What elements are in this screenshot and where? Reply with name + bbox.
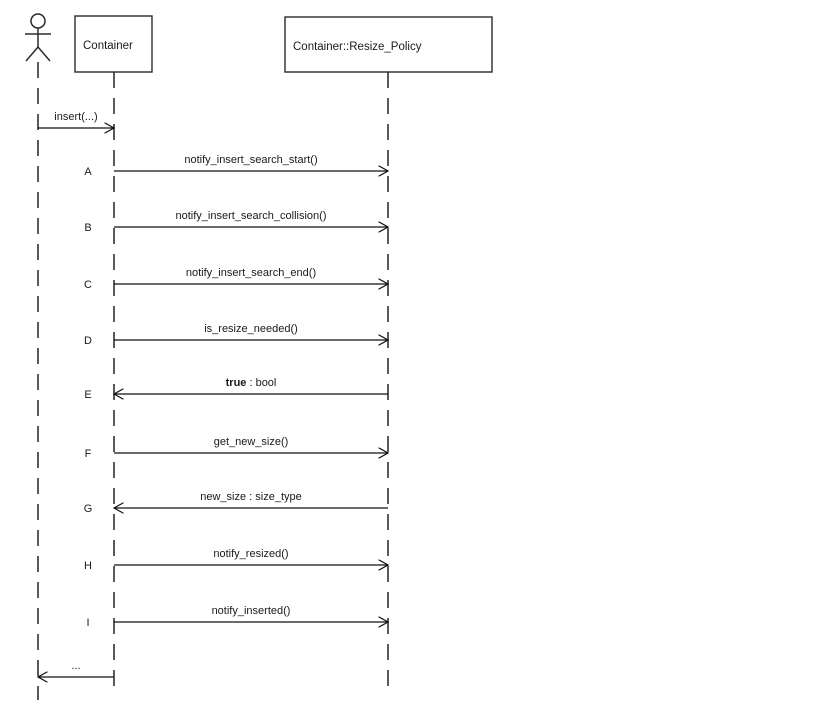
- message-label: get_new_size(): [214, 436, 289, 448]
- message-a: notify_insert_search_start(): [114, 154, 390, 177]
- message-arrowhead: [104, 122, 116, 134]
- actor-leg-left: [25, 46, 39, 62]
- message-g: new_size : size_type: [112, 491, 388, 514]
- step-label-d: D: [84, 335, 92, 347]
- message-arrowhead: [378, 278, 390, 290]
- actor-stick-figure: [25, 13, 51, 62]
- participant-box-label: Container::Resize_Policy: [293, 41, 422, 53]
- message-label: insert(...): [54, 111, 97, 123]
- message-label: new_size : size_type: [200, 491, 302, 503]
- message-label: notify_resized(): [213, 548, 288, 560]
- step-label-e: E: [84, 389, 91, 401]
- message-label: is_resize_needed(): [204, 323, 298, 335]
- message-arrowhead: [112, 388, 124, 400]
- message-arrowhead: [112, 502, 124, 514]
- participant-box-container[interactable]: Container: [74, 15, 153, 73]
- participant-box-rect: [74, 15, 153, 73]
- message-arrowhead: [36, 671, 48, 683]
- step-label-c: C: [84, 279, 92, 291]
- message-arrowhead: [378, 616, 390, 628]
- participant-box-resize_policy[interactable]: Container::Resize_Policy: [284, 16, 493, 73]
- message-b: notify_insert_search_collision(): [114, 210, 390, 233]
- message-arrowhead: [378, 221, 390, 233]
- lifelines-layer: [37, 62, 389, 700]
- step-label-g: G: [84, 503, 93, 515]
- message-arrowhead: [378, 559, 390, 571]
- message-label: true : bool: [226, 377, 277, 389]
- step-label-i: I: [86, 617, 89, 629]
- participant-box-label: Container: [83, 40, 133, 52]
- message-f: get_new_size(): [114, 436, 390, 459]
- message-arrowhead: [378, 334, 390, 346]
- participant-box-rect: [284, 16, 493, 73]
- actor-head-icon: [30, 13, 46, 29]
- step-label-h: H: [84, 560, 92, 572]
- actor-leg-right: [37, 46, 51, 62]
- message-label: notify_insert_search_end(): [186, 267, 316, 279]
- messages-layer: insert(...) notify_insert_search_start()n…: [36, 111, 390, 683]
- step-label-b: B: [84, 222, 91, 234]
- step-label-a: A: [84, 166, 92, 178]
- message-i: notify_inserted(): [114, 605, 390, 628]
- message-d: is_resize_needed(): [114, 323, 390, 346]
- actor-figure: [25, 13, 51, 62]
- message-label: notify_insert_search_collision(): [175, 210, 326, 222]
- message-arrowhead: [378, 447, 390, 459]
- message-e: true : bool: [112, 377, 388, 400]
- message-x10: ...: [36, 660, 114, 683]
- step-label-f: F: [85, 448, 92, 460]
- message-label: ...: [71, 660, 80, 672]
- message-label: notify_insert_search_start(): [184, 154, 317, 166]
- message-x0: insert(...): [38, 111, 116, 134]
- message-label: notify_inserted(): [212, 605, 291, 617]
- participant-boxes-layer: Container Container::Resize_Policy: [74, 15, 493, 73]
- message-h: notify_resized(): [114, 548, 390, 571]
- message-c: notify_insert_search_end(): [114, 267, 390, 290]
- message-arrowhead: [378, 165, 390, 177]
- step-labels-layer: A B C D E F G H I: [84, 166, 93, 629]
